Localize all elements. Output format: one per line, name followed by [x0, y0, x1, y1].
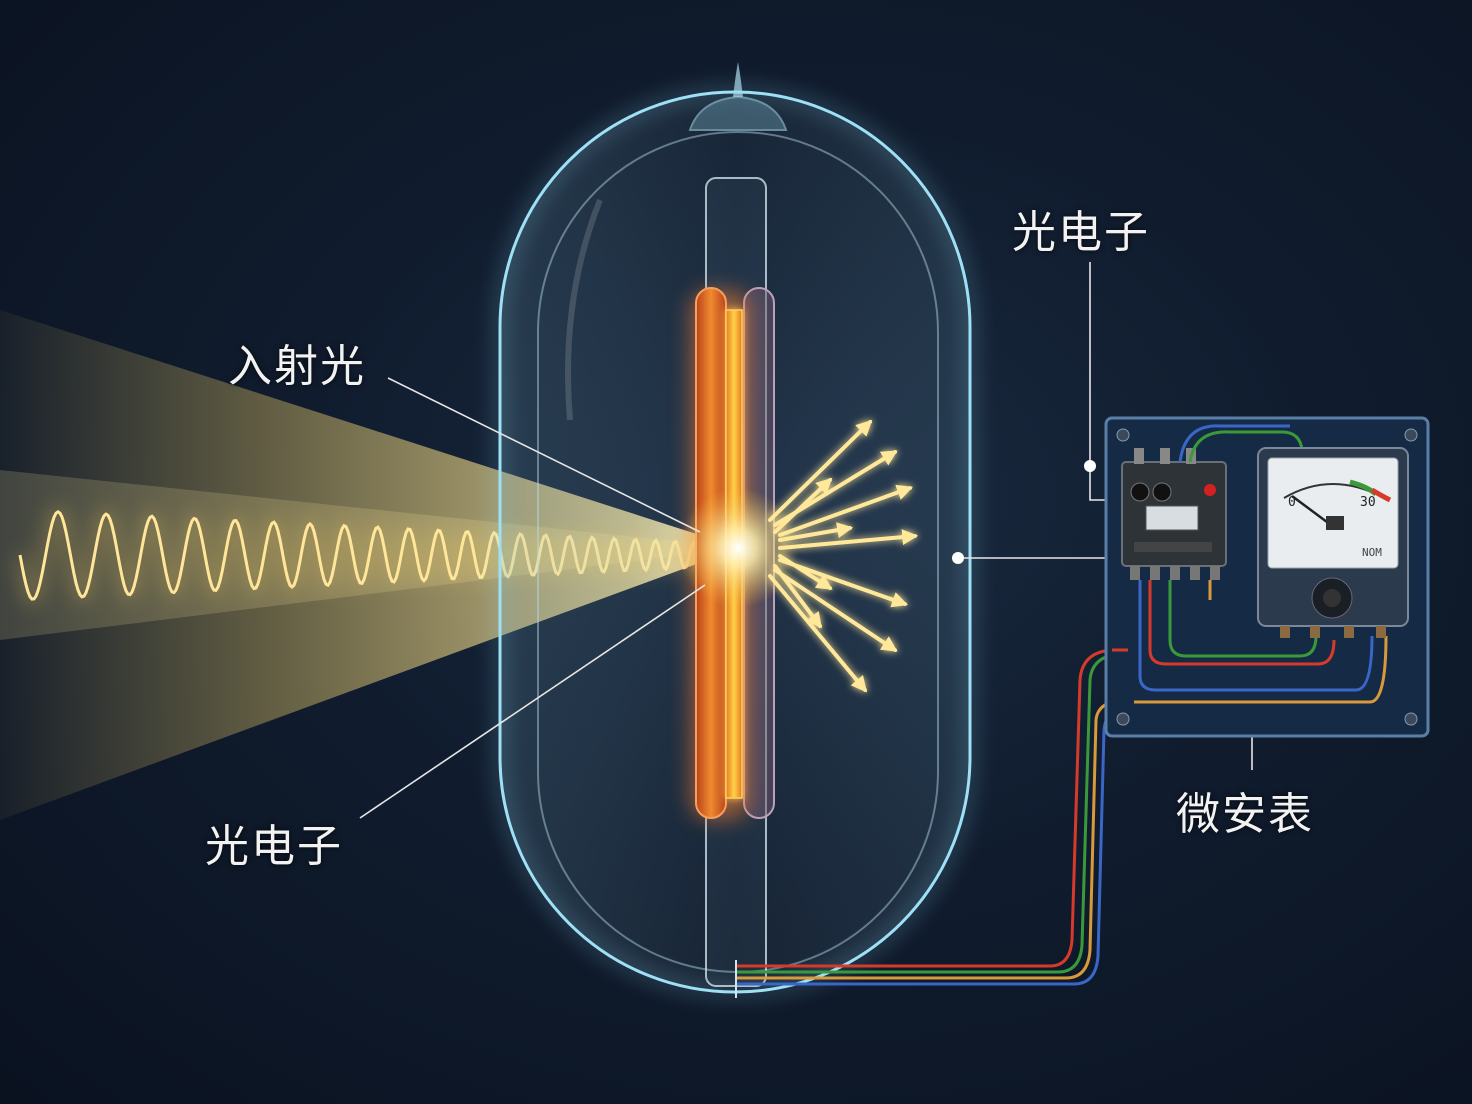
electron-arrow [773, 568, 898, 652]
glass-reflection [565, 198, 603, 421]
wire-blue [1138, 580, 1374, 692]
label-photoelectron-left: 光电子 [205, 821, 343, 872]
panel-wires [1112, 424, 1388, 704]
wire-green [1188, 430, 1304, 463]
panel-screw [1116, 712, 1130, 726]
wire-blue [1178, 424, 1290, 463]
meter-scale-end: 30 [1360, 495, 1376, 510]
meter-unit: NOM [1362, 546, 1382, 559]
panel-screw [1404, 428, 1418, 442]
indicator-light-icon [1204, 484, 1216, 496]
knob-icon [1152, 482, 1172, 502]
electron-arrow [768, 574, 868, 693]
label-microammeter: 微安表 [1176, 789, 1314, 840]
wire-orange [1134, 635, 1388, 704]
photoelectron-arrows [768, 419, 919, 693]
meter-scale-start: 0 [1288, 495, 1296, 510]
leader-photoelectron-left [359, 584, 706, 819]
wire-red [736, 648, 1113, 968]
leader-dot [952, 552, 964, 564]
leader-incident-light [387, 377, 701, 533]
electron-arrow [778, 522, 854, 542]
label-photoelectron-right: 光电子 [1012, 207, 1150, 258]
leader-lines [359, 262, 1253, 819]
wire-red [1148, 580, 1336, 666]
electron-arrow [773, 477, 833, 534]
wire-green [1168, 580, 1318, 658]
meter-arc-red [1370, 487, 1392, 503]
leader-dot [1084, 460, 1096, 472]
tube-tip-spike [733, 62, 743, 97]
switch-box [1121, 448, 1227, 580]
microammeter-device: 0 30 NOM [1257, 447, 1409, 638]
electron-arrow [778, 558, 909, 608]
impact-flash [678, 488, 798, 608]
tube-tip [688, 95, 788, 131]
electron-arrow [778, 529, 919, 550]
panel-screw [1116, 428, 1130, 442]
electron-arrow [778, 484, 914, 537]
wire-green [736, 652, 1121, 974]
electron-arrow [768, 419, 873, 522]
label-incident-light: 入射光 [228, 341, 366, 392]
panel-screw [1404, 712, 1418, 726]
knob-icon [1130, 482, 1150, 502]
